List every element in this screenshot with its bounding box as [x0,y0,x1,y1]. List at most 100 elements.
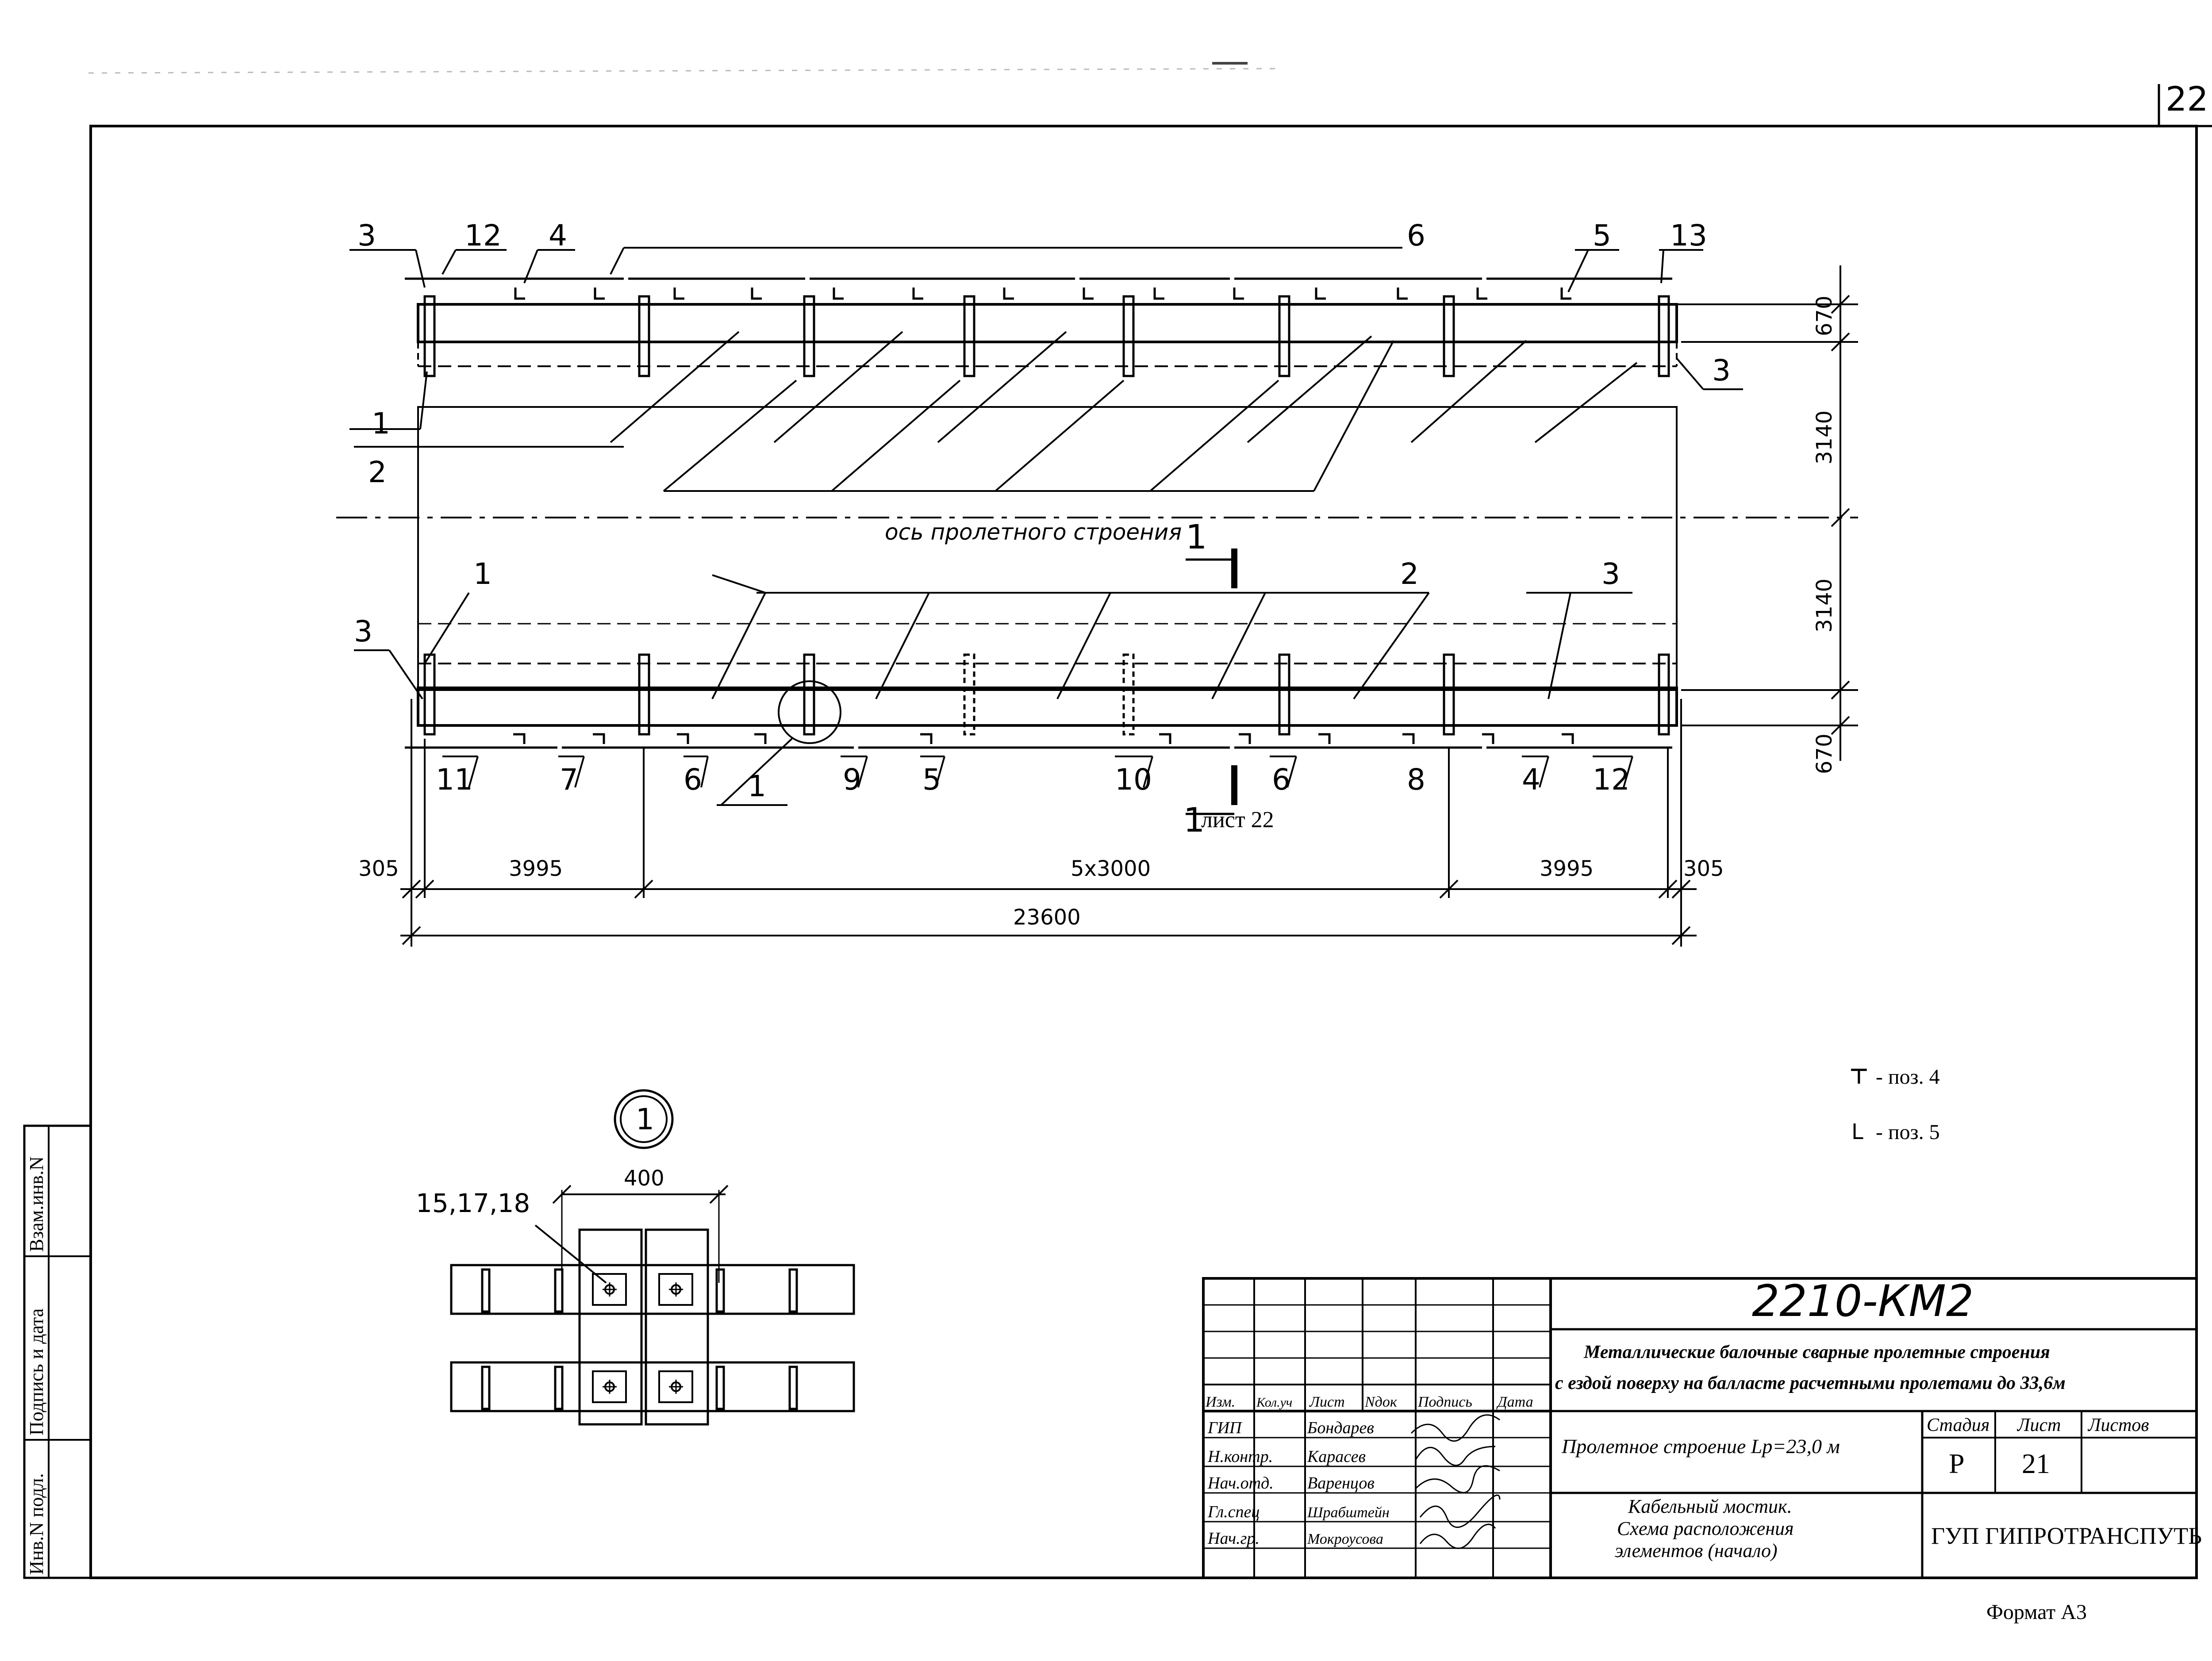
legend: ⊤ - поз. 4 L - поз. 5 [1849,1064,1940,1144]
callout-top-3: 3 [357,219,376,253]
leader-lines [354,331,1638,700]
stage-value: Р [1949,1448,1965,1479]
callout-top-13: 13 [1670,219,1707,253]
object-name: Пролетное строение Lp=23,0 м [1561,1435,1840,1458]
callout-low-7: 7 [560,763,578,797]
plan-dimensions [400,265,1858,947]
legend-text-pos5: - поз. 5 [1876,1120,1940,1144]
top-angle-marks [514,288,1571,300]
role-gip: ГИП [1207,1419,1243,1437]
bottom-stiffeners [423,653,1670,736]
deck-slab [417,406,1678,691]
role-nachgr: Нач.гр. [1207,1529,1260,1548]
legend-symbol-pos4: ⊤ [1849,1064,1869,1089]
signature-scribbles [1410,1414,1501,1549]
callout-top-4: 4 [549,219,567,253]
detail-1 [450,1089,855,1426]
dim-upper-3140: 3140 [1812,410,1837,464]
stage-label: Стадия [1927,1415,1989,1435]
section-mark-bottom: 1 [1183,800,1205,840]
sheets-label: Листов [2087,1415,2149,1435]
callout-top-6: 6 [1407,219,1425,253]
top-stiffeners [423,295,1670,377]
plan-callouts: 3 12 4 6 5 13 3 1 2 3 1 2 3 11 7 6 1 9 5… [354,219,1731,840]
legend-symbol-pos5: L [1851,1120,1863,1144]
callout-top-5: 5 [1593,219,1611,253]
detail-dim-400: 400 [624,1166,664,1191]
dim-5x3000: 5x3000 [1071,856,1151,881]
callout-bottom-2: 2 [1400,557,1419,591]
name-2: Карасев [1307,1447,1366,1466]
callout-low-1: 1 [748,769,766,803]
doc-code: 2210-КМ2 [1752,1276,1974,1327]
dim-total-23600: 23600 [1013,905,1081,930]
stamp-cell-signature: Подпись и дата [26,1308,47,1435]
callout-low-6: 6 [684,763,702,797]
sheet-title-1: Кабельный мостик. [1628,1496,1792,1517]
dimension-labels: 670 3140 3140 670 305 3995 5x3000 3995 3… [358,295,1837,930]
sheet-value: 21 [2022,1448,2050,1479]
callout-top-12: 12 [465,219,502,253]
dim-top-670: 670 [1812,295,1837,336]
top-girder [417,303,1678,343]
drawing-frame [89,125,2198,1579]
callout-low-6b: 6 [1272,763,1290,797]
axis-label: ось пролетного строения [885,519,1182,545]
callout-bottom-3-right: 3 [1601,557,1620,591]
section-mark-top: 1 [1186,517,1207,556]
bottom-angle-marks [513,733,1574,744]
legend-text-pos4: - поз. 4 [1876,1065,1940,1089]
title-line-2: с ездой поверху на балласте расчетными п… [1555,1373,2066,1393]
side-stamp: Взам.инв.N Подпись и дата Инв.N подл. [23,1124,92,1579]
callout-low-8: 8 [1407,763,1425,797]
detail-reference-circle [778,680,841,744]
callout-left-1: 1 [372,407,390,441]
dim-305-left: 305 [358,856,399,881]
sheet-label: Лист [2016,1415,2061,1435]
header-izm: Изм. [1205,1394,1235,1410]
callout-low-9: 9 [843,763,861,797]
section-sheet-ref: лист 22 [1201,807,1274,832]
name-1: Бондарев [1307,1419,1374,1437]
role-glspec: Гл.спец [1207,1503,1260,1521]
callout-low-4: 4 [1522,763,1540,797]
stamp-cell-inventory: Инв.N подл. [26,1473,47,1575]
format-label: Формат А3 [1986,1600,2087,1624]
page-number-box: 22 [2158,79,2212,127]
dim-lower-3140: 3140 [1812,579,1837,633]
dim-bottom-670: 670 [1812,733,1837,774]
bottom-girder [417,687,1678,727]
callout-bottom-3-left: 3 [354,614,373,648]
detail-mark: 1 [636,1102,654,1136]
detail-labels: 1 400 15,17,18 [416,1102,664,1218]
sheet-title-2: Схема расположения [1617,1518,1794,1539]
header-kol: Кол.уч [1256,1395,1292,1410]
callout-low-12: 12 [1593,763,1630,797]
header-ndok: Nдок [1364,1394,1398,1410]
dim-3995-left: 3995 [509,856,563,881]
header-list: Лист [1309,1394,1345,1410]
callout-low-11: 11 [436,763,473,797]
lower-callout-leaders [349,247,1743,788]
page-number: 22 [2166,79,2208,119]
sheet-title-3: элементов (начало) [1615,1540,1778,1561]
name-4: Шрабштейн [1307,1504,1390,1521]
callout-right-3: 3 [1712,353,1731,387]
role-nkontr: Н.контр. [1207,1447,1273,1466]
title-block-text: 2210-КМ2 Металлические балочные сварные … [1205,1276,2202,1561]
plan-view [336,277,1858,815]
dim-305-right: 305 [1683,856,1724,881]
title-line-1: Металлические балочные сварные пролетные… [1583,1342,2050,1362]
role-nachotd: Нач.отд. [1207,1474,1274,1492]
stamp-cell-replaced: Взам.инв.N [26,1156,47,1252]
title-block [1202,1277,2198,1579]
name-5: Мокроусова [1307,1531,1383,1547]
callout-bottom-1: 1 [473,557,492,591]
callout-left-2: 2 [368,455,387,489]
header-date: Дата [1496,1394,1533,1410]
header-sign: Подпись [1417,1394,1472,1410]
name-3: Варенцов [1307,1474,1375,1492]
organization: ГУП ГИПРОТРАНСПУТЬ [1931,1523,2202,1549]
dim-3995-right: 3995 [1540,856,1594,881]
